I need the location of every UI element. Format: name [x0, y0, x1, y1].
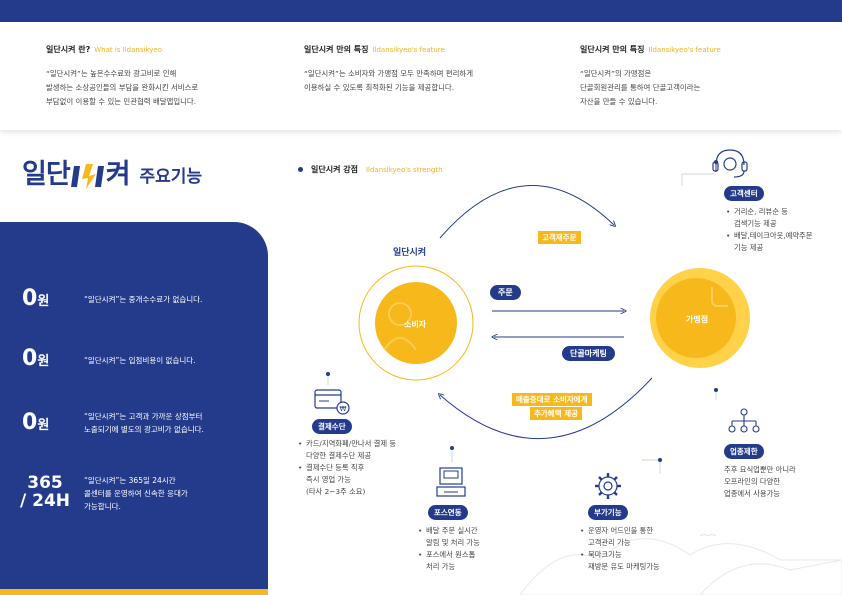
logo-text-part1: 일단	[22, 159, 71, 190]
pos-link-title: 포스연동	[428, 505, 468, 520]
intro-text-line: “일단시켜”의 가맹점은	[580, 69, 652, 78]
regular-marketing-pill: 단골마케팅	[562, 346, 615, 361]
intro-subtitle: Ildansikyeo's feature	[648, 46, 721, 54]
hierarchy-icon	[728, 408, 760, 433]
gear-icon	[595, 473, 621, 499]
stat-entry-fee-value: 0원	[22, 346, 50, 371]
stat-commission-value: 0원	[22, 286, 50, 311]
top-bar	[0, 0, 842, 22]
stat-service-hours-value: 365 / 24H	[20, 473, 71, 511]
intro-text-line: 이용하실 수 있도록 최적화된 기능을 제공합니다.	[304, 83, 455, 92]
strength-heading: 일단시켜 강점 Ildansikyeo's strength	[298, 164, 443, 175]
benefit-arc	[440, 377, 653, 440]
call-center-title: 고객센터	[724, 186, 764, 201]
sales-benefit-tag-line1: 매출증대로 소비자에게	[512, 393, 592, 406]
consumer-ring	[358, 265, 474, 381]
store-label: 가맹점	[686, 315, 709, 324]
intro-text-line: “일단시켜”는 높은수수료와 광고비로 인해	[46, 69, 177, 78]
mini-logo: 일단시켜	[393, 248, 427, 258]
intro-subtitle: What is Ildansikyeo	[94, 46, 162, 54]
intro-text: “일단시켜”는 높은수수료와 광고비로 인해 발생하는 소상공인들의 부담을 완…	[46, 67, 198, 109]
logo-lightning-mark	[70, 160, 106, 190]
brand-logo: 일단 켜 주요기능	[22, 160, 202, 190]
intro-text: “일단시켜”의 가맹점은 단골회원관리를 통하여 단골고객이라는 자산을 만들 …	[580, 67, 721, 109]
intro-text-line: 자산을 만들 수 있습니다.	[580, 97, 658, 106]
intro-text-line: 부담없이 이용할 수 있는 민관협력 배달앱입니다.	[46, 97, 197, 106]
stat-commission-text: “일단시켜”는 중개수수료가 없습니다.	[84, 295, 203, 304]
intro-text-line: 발생하는 소상공인들의 부담을 완화시킨 서비스로	[46, 83, 199, 92]
store-circle	[656, 278, 736, 358]
zero-cost-panel	[0, 222, 268, 595]
intro-text-line: “일단시켜”는 소비자와 가맹점 모두 만족하며 편리하게	[304, 69, 473, 78]
headset-icon	[712, 149, 748, 178]
intro-what-is: 일단시켜 란?What is Ildansikyeo “일단시켜”는 높은수수료…	[46, 44, 198, 109]
intro-section: 일단시켜 란?What is Ildansikyeo “일단시켜”는 높은수수료…	[0, 22, 842, 130]
panel-accent-strip	[0, 589, 268, 595]
credit-card-icon: ₩	[314, 389, 350, 415]
industry-limit-title: 업종제한	[724, 444, 764, 459]
stat-entry-fee-text: “일단시켜”는 입점비용이 없습니다.	[84, 356, 196, 365]
svg-text:₩: ₩	[340, 405, 347, 413]
strength-subtitle: Ildansikyeo's strength	[365, 165, 443, 174]
extra-features-title: 부가기능	[588, 505, 628, 520]
order-pill: 주문	[490, 285, 521, 300]
bullet-dot	[298, 167, 303, 172]
payment-title: 결제수단	[312, 419, 352, 434]
logo-text-part2: 켜	[105, 159, 131, 190]
consumer-circle	[375, 282, 457, 364]
intro-subtitle: Ildansikyeo's feature	[372, 46, 445, 54]
consumer-label: 소비자	[404, 320, 427, 329]
sales-benefit-tag-line2: 추가혜택 제공	[530, 407, 583, 420]
section-heading: 주요기능	[139, 167, 203, 187]
intro-text: “일단시켜”는 소비자와 가맹점 모두 만족하며 편리하게 이용하실 수 있도록…	[304, 67, 473, 95]
stat-ad-cost-value: 0원	[22, 410, 50, 435]
reorder-tag: 고객재주문	[538, 231, 581, 244]
reorder-arc	[439, 185, 614, 239]
intro-title: 일단시켜 란?What is Ildansikyeo	[46, 45, 162, 54]
intro-text-line: 단골회원관리를 통하여 단골고객이라는	[580, 83, 701, 92]
pos-terminal-icon	[436, 467, 466, 497]
